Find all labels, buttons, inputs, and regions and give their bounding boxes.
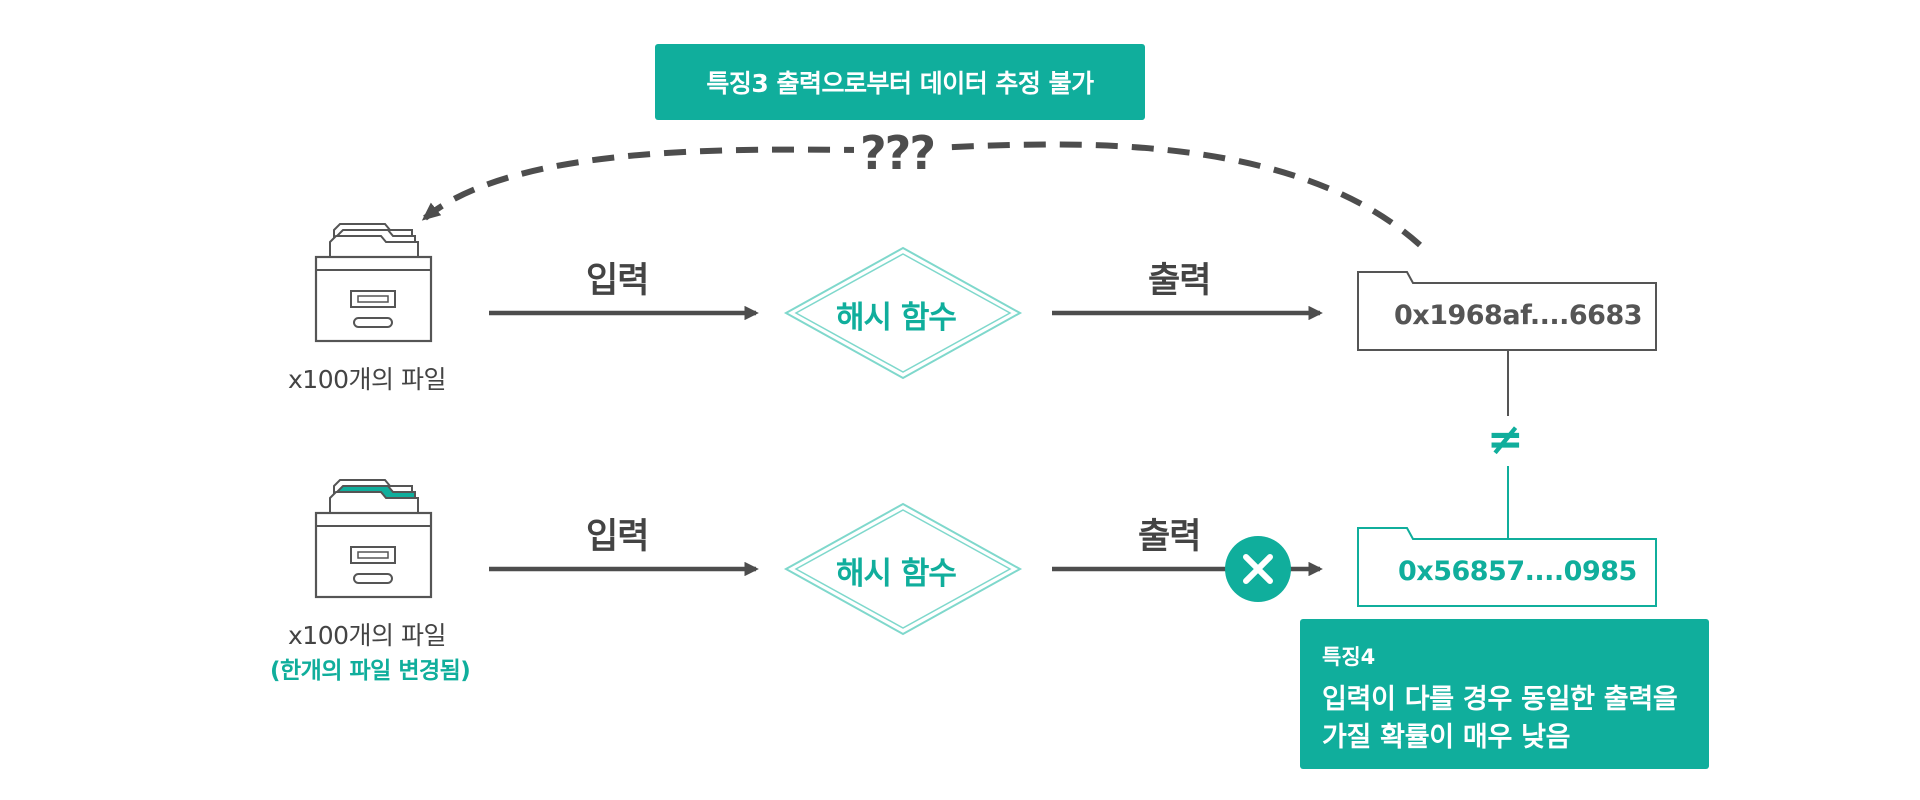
output-folder-2: [1357, 527, 1657, 607]
mismatch-x-icon: [1225, 536, 1291, 602]
hash-diamond-2: [783, 502, 1023, 636]
output-label-1: 출력: [1148, 261, 1211, 301]
hash-label-1: 해시 함수: [836, 300, 957, 336]
hash-label-2: 해시 함수: [836, 556, 957, 592]
file-cabinet-icon-1: [314, 223, 433, 343]
input-label-2: 입력: [586, 517, 649, 557]
unknown-mark: ???: [854, 126, 941, 180]
file-label-2: x100개의 파일: [288, 621, 446, 650]
input-label-1: 입력: [586, 261, 649, 301]
feature4-line2: 가질 확률이 매우 낮음: [1322, 722, 1571, 753]
not-equal-icon: ≠: [1487, 414, 1524, 465]
output-label-2: 출력: [1138, 517, 1201, 557]
feature3-label: 특징3 출력으로부터 데이터 추정 불가: [706, 69, 1094, 98]
feature3-badge: 특징3 출력으로부터 데이터 추정 불가: [655, 44, 1145, 120]
feature4-badge: 특징4 입력이 다를 경우 동일한 출력을 가질 확률이 매우 낮음: [1300, 619, 1709, 769]
feature4-title: 특징4: [1322, 645, 1376, 669]
hash-diamond-1: [783, 246, 1023, 380]
feature4-line1: 입력이 다를 경우 동일한 출력을: [1322, 684, 1678, 715]
output-folder-1: [1357, 271, 1657, 351]
file-label-1: x100개의 파일: [288, 365, 446, 394]
output-value-1: 0x1968af....6683: [1394, 300, 1643, 331]
output-value-2: 0x56857....0985: [1398, 556, 1637, 587]
file-cabinet-icon-2: [314, 479, 433, 599]
file-changed-note: (한개의 파일 변경됨): [270, 658, 471, 684]
infer-back-dashed-arrow: [421, 141, 1423, 248]
